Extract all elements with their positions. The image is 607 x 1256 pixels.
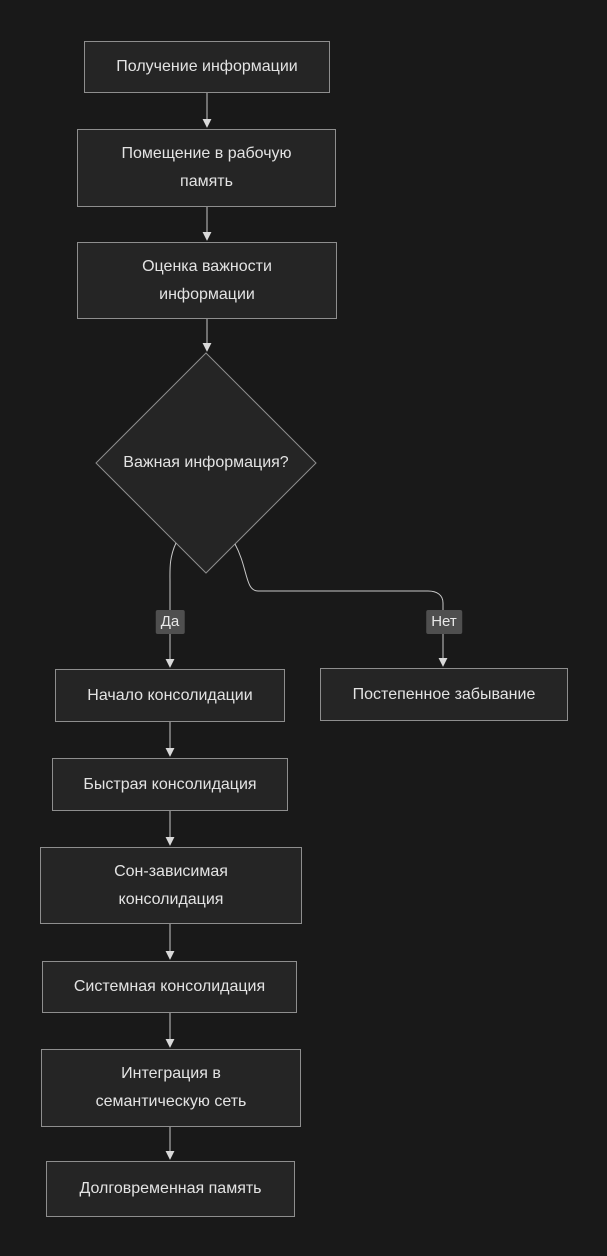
- decision-diamond-shape: [95, 352, 317, 574]
- node-semantic-network-integration: Интеграция в семантическую сеть: [41, 1049, 301, 1127]
- node-working-memory: Помещение в рабочую память: [77, 129, 336, 207]
- node-decision-important-question: Важная информация?: [123, 454, 289, 471]
- node-gradual-forgetting: Постепенное забывание: [320, 668, 568, 721]
- node-sleep-dependent-consolidation: Сон-зависимая консолидация: [40, 847, 302, 924]
- node-start-consolidation: Начало консолидации: [55, 669, 285, 722]
- node-evaluate-importance: Оценка важности информации: [77, 242, 337, 319]
- edge-decision-yes-to-start-consolidation: [165, 542, 177, 668]
- node-receive-information: Получение информации: [84, 41, 330, 93]
- edge-label-yes: Да: [155, 610, 185, 634]
- node-long-term-memory: Долговременная память: [46, 1161, 295, 1217]
- node-fast-consolidation: Быстрая консолидация: [52, 758, 288, 811]
- node-system-consolidation: Системная консолидация: [42, 961, 297, 1013]
- edge-decision-no-to-forgetting: [234, 543, 448, 667]
- edge-label-no: Нет: [426, 610, 462, 634]
